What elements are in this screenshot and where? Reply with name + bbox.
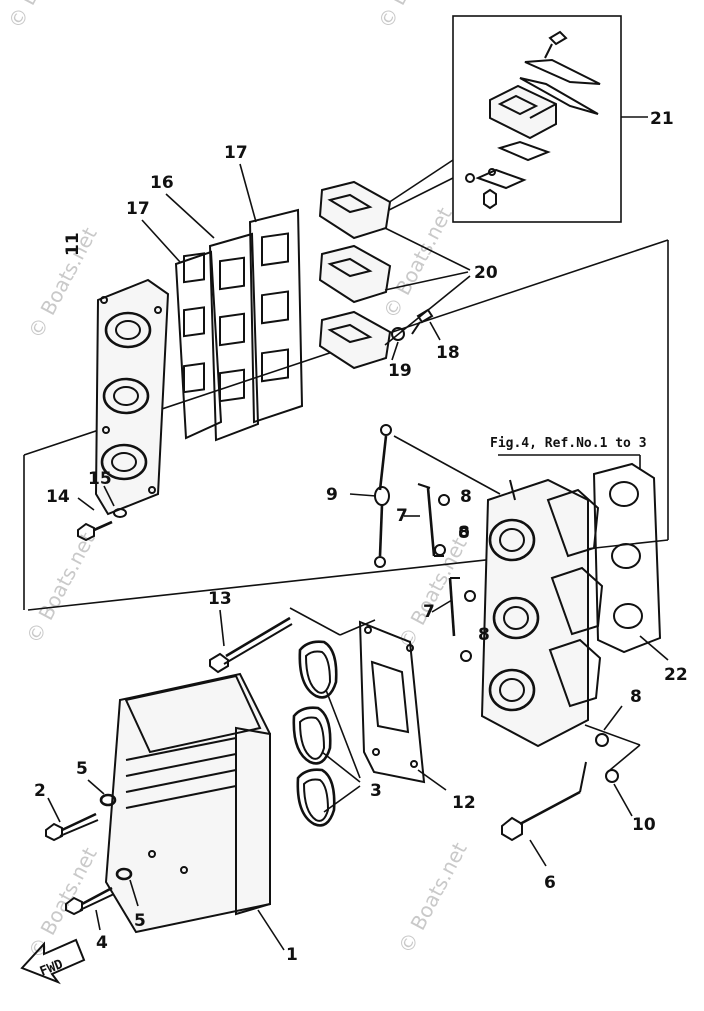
rods-7-clips-8 bbox=[417, 483, 609, 747]
callout-15: 15 bbox=[88, 469, 112, 489]
silencer-bolts bbox=[45, 779, 139, 931]
leader-lines bbox=[141, 163, 623, 731]
callout-8-a: 8 bbox=[460, 487, 472, 507]
callout-5-upper: 5 bbox=[76, 759, 88, 779]
callout-12: 12 bbox=[452, 793, 476, 813]
callout-4: 4 bbox=[96, 933, 108, 953]
callout-3: 3 bbox=[370, 781, 382, 801]
gaskets-3 bbox=[292, 640, 361, 827]
watermark-5: © Boats.net bbox=[23, 843, 102, 962]
callout-11: 11 bbox=[63, 232, 83, 256]
callout-2: 2 bbox=[34, 781, 46, 801]
bolt-13 bbox=[209, 609, 293, 674]
gasket-set bbox=[174, 208, 304, 442]
callout-8-d: 8 bbox=[630, 687, 642, 707]
callout-13: 13 bbox=[208, 589, 232, 609]
callout-9: 9 bbox=[326, 485, 338, 505]
reed-valve-inset bbox=[384, 15, 648, 223]
reference-note: Fig.4, Ref.No.1 to 3 bbox=[490, 436, 647, 451]
callout-7-upper: 7 bbox=[396, 506, 408, 526]
callout-8-b: 8 bbox=[458, 523, 470, 543]
callout-10: 10 bbox=[632, 815, 656, 835]
callout-20: 20 bbox=[474, 263, 498, 283]
callout-8-c: 8 bbox=[478, 625, 490, 645]
watermark-6: © Boats.net bbox=[393, 838, 472, 957]
watermark-7: © Boats.net bbox=[3, 0, 82, 32]
link-rod-9 bbox=[349, 424, 501, 568]
watermark-2: © Boats.net bbox=[378, 203, 457, 322]
callout-16: 16 bbox=[150, 173, 174, 193]
callout-7-lower: 7 bbox=[423, 602, 435, 622]
callout-21: 21 bbox=[650, 109, 674, 129]
carburetor-assembly bbox=[480, 454, 641, 748]
callout-1: 1 bbox=[286, 945, 298, 965]
intake-manifold bbox=[94, 278, 170, 516]
callout-5-lower: 5 bbox=[134, 911, 146, 931]
callout-labels: 1 2 3 4 5 5 6 7 7 8 8 8 8 9 10 11 12 13 … bbox=[34, 109, 688, 965]
bolt-6-clip-10 bbox=[501, 761, 633, 867]
intake-silencer bbox=[104, 672, 285, 951]
reed-valve-blocks bbox=[318, 180, 471, 370]
gasket-plate-12 bbox=[358, 620, 447, 791]
bolt-14-washer-15 bbox=[77, 485, 127, 542]
callout-22: 22 bbox=[664, 665, 688, 685]
callout-17-right: 17 bbox=[224, 143, 248, 163]
watermark-8: © Boats.net bbox=[373, 0, 452, 32]
callout-18: 18 bbox=[436, 343, 460, 363]
callout-17-left: 17 bbox=[126, 199, 150, 219]
carb-gasket-22 bbox=[592, 462, 669, 661]
watermark-3: © Boats.net bbox=[21, 528, 100, 647]
callout-19: 19 bbox=[388, 361, 412, 381]
callout-6: 6 bbox=[544, 873, 556, 893]
callout-14: 14 bbox=[46, 487, 70, 507]
